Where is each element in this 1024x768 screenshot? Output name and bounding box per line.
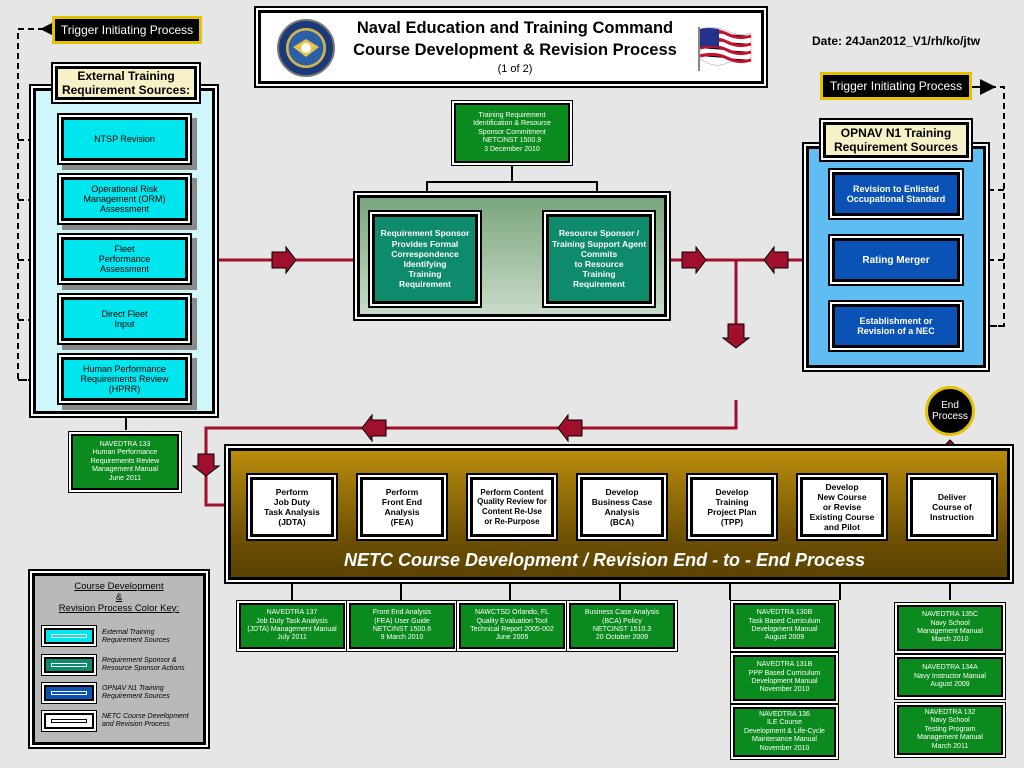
step-content-quality-review: Perform Content Quality Review for Conte… [470, 477, 554, 537]
key-label-external: External Training Requirement Sources [102, 629, 170, 645]
page-title-line2: Course Development & Revision Process [353, 40, 677, 59]
fea-user-guide-reference: Front End Analysis (FEA) User Guide NETC… [349, 603, 455, 649]
step-bca: Develop Business Case Analysis (BCA) [580, 477, 664, 537]
nec-establishment-box: Establishment or Revision of a NEC [832, 304, 960, 348]
navy-seal-logo [277, 19, 335, 77]
navedtra-137-reference: NAVEDTRA 137 Job Duty Task Analysis (JDT… [239, 603, 345, 649]
navedtra-131b-reference: NAVEDTRA 131B PPP Based Curriculum Devel… [733, 655, 836, 701]
trigger-initiating-process-right: Trigger Initiating Process [820, 72, 972, 100]
color-key-title: Course Development & Revision Process Co… [58, 580, 180, 614]
navedtra-133-reference: NAVEDTRA 133 Human Performance Requireme… [71, 434, 179, 490]
hprr-box: Human Performance Requirements Review (H… [61, 357, 188, 401]
date-stamp: Date: 24Jan2012_V1/rh/ko/jtw [812, 34, 981, 48]
page-number: (1 of 2) [497, 63, 533, 75]
netc-process-title: NETC Course Development / Revision End -… [344, 550, 866, 570]
navedtra-136-reference: NAVEDTRA 136 ILE Course Development & Li… [733, 707, 836, 757]
key-label-sponsor: Requirement Sponsor & Resource Sponsor A… [102, 657, 185, 673]
enlisted-occupational-standard-box: Revision to Enlisted Occupational Standa… [832, 172, 960, 216]
end-process-circle: End Process [925, 386, 975, 436]
navedtra-135c-reference: NAVEDTRA 135C Navy School Management Man… [897, 605, 1003, 651]
page-title-line1: Naval Education and Training Command [356, 18, 674, 37]
key-swatch-external [44, 628, 94, 644]
step-tpp: Develop Training Project Plan (TPP) [690, 477, 774, 537]
key-swatch-netc [44, 713, 94, 729]
eagle-icon [293, 39, 319, 57]
us-flag-icon [698, 27, 752, 71]
key-swatch-opnav [44, 685, 94, 701]
opnav-sources-header: OPNAV N1 Training Requirement Sources [823, 122, 969, 158]
title-box: Naval Education and Training Command Cou… [256, 8, 766, 86]
requirement-sponsor-box: Requirement Sponsor Provides Formal Corr… [372, 214, 478, 304]
key-swatch-sponsor [44, 657, 94, 673]
rating-merger-box: Rating Merger [832, 238, 960, 282]
step-fea: Perform Front End Analysis (FEA) [360, 477, 444, 537]
direct-fleet-input-box: Direct Fleet Input [61, 297, 188, 341]
orm-assessment-box: Operational Risk Management (ORM) Assess… [61, 177, 188, 221]
fleet-performance-assessment-box: Fleet Performance Assessment [61, 237, 188, 281]
key-label-opnav: OPNAV N1 Training Requirement Sources [102, 685, 170, 701]
training-requirement-reference: Training Requirement Identification & Re… [454, 103, 570, 163]
navedtra-134a-reference: NAVEDTRA 134A Navy Instructor Manual Aug… [897, 657, 1003, 697]
bca-policy-reference: Business Case Analysis (BCA) Policy NETC… [569, 603, 675, 649]
key-label-netc: NETC Course Development and Revision Pro… [102, 713, 189, 729]
step-jdta: Perform Job Duty Task Analysis (JDTA) [250, 477, 334, 537]
step-develop-course: Develop New Course or Revise Existing Co… [800, 477, 884, 537]
nawctsd-reference: NAWCTSD Orlando, FL Quality Evaluation T… [459, 603, 565, 649]
step-deliver-course: Deliver Course of Instruction [910, 477, 994, 537]
trigger-initiating-process-left: Trigger Initiating Process [52, 16, 202, 44]
navedtra-130b-reference: NAVEDTRA 130B Task Based Curriculum Deve… [733, 603, 836, 649]
external-sources-header: External Training Requirement Sources: [55, 66, 197, 100]
ntsp-revision-box: NTSP Revision [61, 117, 188, 161]
navedtra-132-reference: NAVEDTRA 132 Navy School Testing Program… [897, 705, 1003, 755]
resource-sponsor-box: Resource Sponsor / Training Support Agen… [546, 214, 652, 304]
